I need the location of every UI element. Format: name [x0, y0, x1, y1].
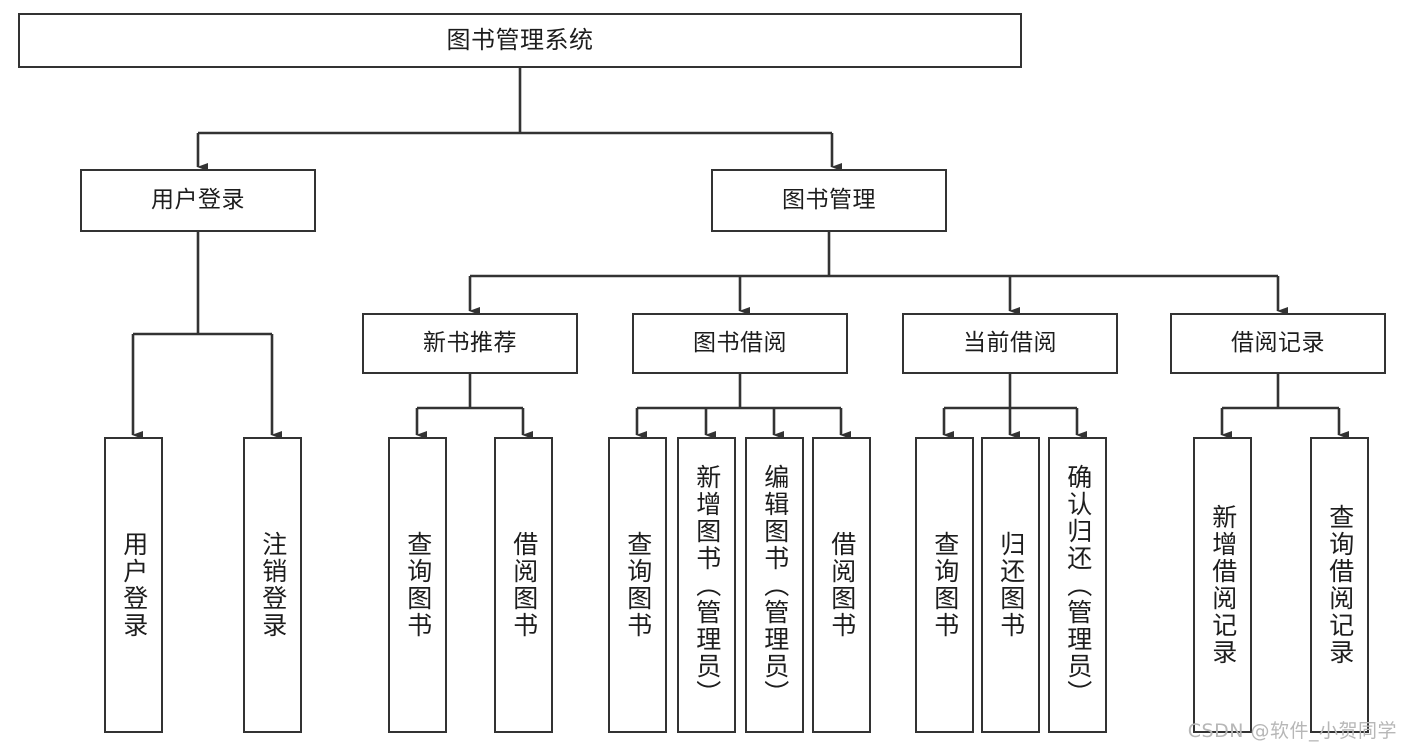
- node-label: 确认归还（管理员）: [1063, 463, 1093, 707]
- node-label: 查询图书: [403, 531, 433, 639]
- node-book-management[interactable]: 图书管理: [711, 169, 947, 232]
- node-leaf-query-book-newbook[interactable]: 查询图书: [388, 437, 447, 733]
- node-label: 编辑图书（管理员）: [760, 463, 790, 707]
- node-label: 当前借阅: [963, 330, 1057, 357]
- node-leaf-return-book[interactable]: 归还图书: [981, 437, 1040, 733]
- node-label: 查询借阅记录: [1325, 504, 1355, 666]
- node-leaf-edit-book-admin[interactable]: 编辑图书（管理员）: [745, 437, 804, 733]
- node-leaf-query-borrow-record[interactable]: 查询借阅记录: [1310, 437, 1369, 733]
- node-label: 新增借阅记录: [1208, 504, 1238, 666]
- node-label: 用户登录: [151, 187, 245, 214]
- node-label: 新增图书（管理员）: [692, 463, 722, 707]
- node-label: 借阅图书: [509, 531, 539, 639]
- node-leaf-user-login[interactable]: 用户登录: [104, 437, 163, 733]
- node-label: 用户登录: [119, 531, 149, 639]
- node-label: 查询图书: [930, 531, 960, 639]
- node-leaf-query-book-current[interactable]: 查询图书: [915, 437, 974, 733]
- node-leaf-add-borrow-record[interactable]: 新增借阅记录: [1193, 437, 1252, 733]
- node-book-borrow[interactable]: 图书借阅: [632, 313, 848, 374]
- node-leaf-logout[interactable]: 注销登录: [243, 437, 302, 733]
- node-label: 借阅图书: [827, 531, 857, 639]
- node-user-login[interactable]: 用户登录: [80, 169, 316, 232]
- node-root-system[interactable]: 图书管理系统: [18, 13, 1022, 68]
- node-leaf-borrow-book[interactable]: 借阅图书: [812, 437, 871, 733]
- csdn-watermark: CSDN @软件_小贺同学: [1187, 720, 1397, 742]
- node-label: 注销登录: [258, 531, 288, 639]
- node-leaf-query-book-borrow[interactable]: 查询图书: [608, 437, 667, 733]
- node-label: 新书推荐: [423, 330, 517, 357]
- node-leaf-confirm-return-admin[interactable]: 确认归还（管理员）: [1048, 437, 1107, 733]
- node-label: 查询图书: [623, 531, 653, 639]
- node-label: 图书管理系统: [446, 25, 594, 54]
- node-new-book-recommend[interactable]: 新书推荐: [362, 313, 578, 374]
- node-label: 借阅记录: [1231, 330, 1325, 357]
- node-current-borrow[interactable]: 当前借阅: [902, 313, 1118, 374]
- node-borrow-record[interactable]: 借阅记录: [1170, 313, 1386, 374]
- node-label: 归还图书: [996, 531, 1026, 639]
- node-label: 图书借阅: [693, 330, 787, 357]
- node-leaf-add-book-admin[interactable]: 新增图书（管理员）: [677, 437, 736, 733]
- node-label: 图书管理: [782, 187, 876, 214]
- node-leaf-borrow-book-newbook[interactable]: 借阅图书: [494, 437, 553, 733]
